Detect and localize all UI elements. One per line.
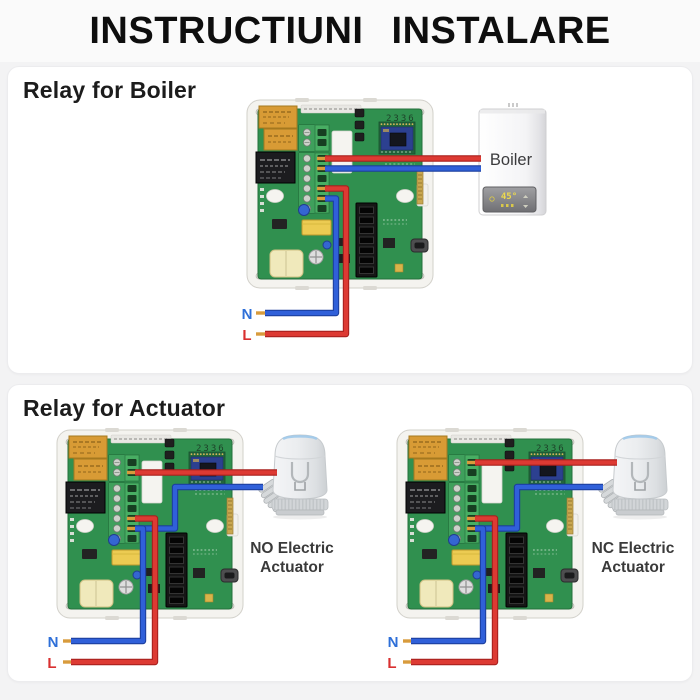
nc-actuator [596, 435, 668, 520]
thermostat-pcb-no-actuator [56, 428, 244, 620]
mains-neutral-wire [411, 526, 486, 644]
down-arrow-icon [523, 205, 529, 208]
neutral-label: N [48, 634, 59, 651]
actuator-panel-title: Relay for Actuator [23, 395, 226, 421]
no-actuator-label-line2: Actuator [260, 559, 324, 576]
power-icon [489, 196, 495, 202]
page-title: INSTRUCTIUNI INSTALARE [89, 10, 611, 52]
nc-actuator-label-line2: Actuator [601, 559, 665, 576]
live-label: L [387, 655, 396, 672]
thermostat-pcb-boiler [246, 98, 434, 290]
nc-actuator-label-line1: NC Electric [592, 540, 675, 557]
up-arrow-icon [523, 195, 529, 198]
neutral-label: N [242, 306, 253, 323]
page-header: INSTRUCTIUNI INSTALARE [0, 0, 700, 62]
temperature-readout: 45° [501, 192, 517, 202]
live-label: L [242, 327, 251, 344]
boiler-unit: Boiler 45° [478, 103, 547, 216]
boiler-display: 45° [482, 186, 537, 213]
no-actuator [256, 435, 328, 520]
boiler-vent-icon [508, 103, 518, 107]
mains-neutral-wire [265, 196, 339, 316]
no-actuator-wiring [63, 469, 277, 666]
thermostat-pcb-nc-actuator [396, 428, 584, 620]
boiler-panel: Relay for Boiler [7, 66, 693, 374]
boiler-label: Boiler [490, 151, 533, 169]
mains-live-wire [71, 516, 158, 665]
no-actuator-label-line1: NO Electric [250, 540, 334, 557]
boiler-wiring [256, 155, 481, 338]
mains-live-wire [265, 186, 349, 337]
nc-actuator-wiring [403, 459, 617, 666]
live-label: L [47, 655, 56, 672]
mains-live-wire [411, 516, 498, 665]
boiler-panel-title: Relay for Boiler [23, 77, 197, 103]
neutral-label: N [388, 634, 399, 651]
mains-neutral-wire [71, 526, 146, 644]
